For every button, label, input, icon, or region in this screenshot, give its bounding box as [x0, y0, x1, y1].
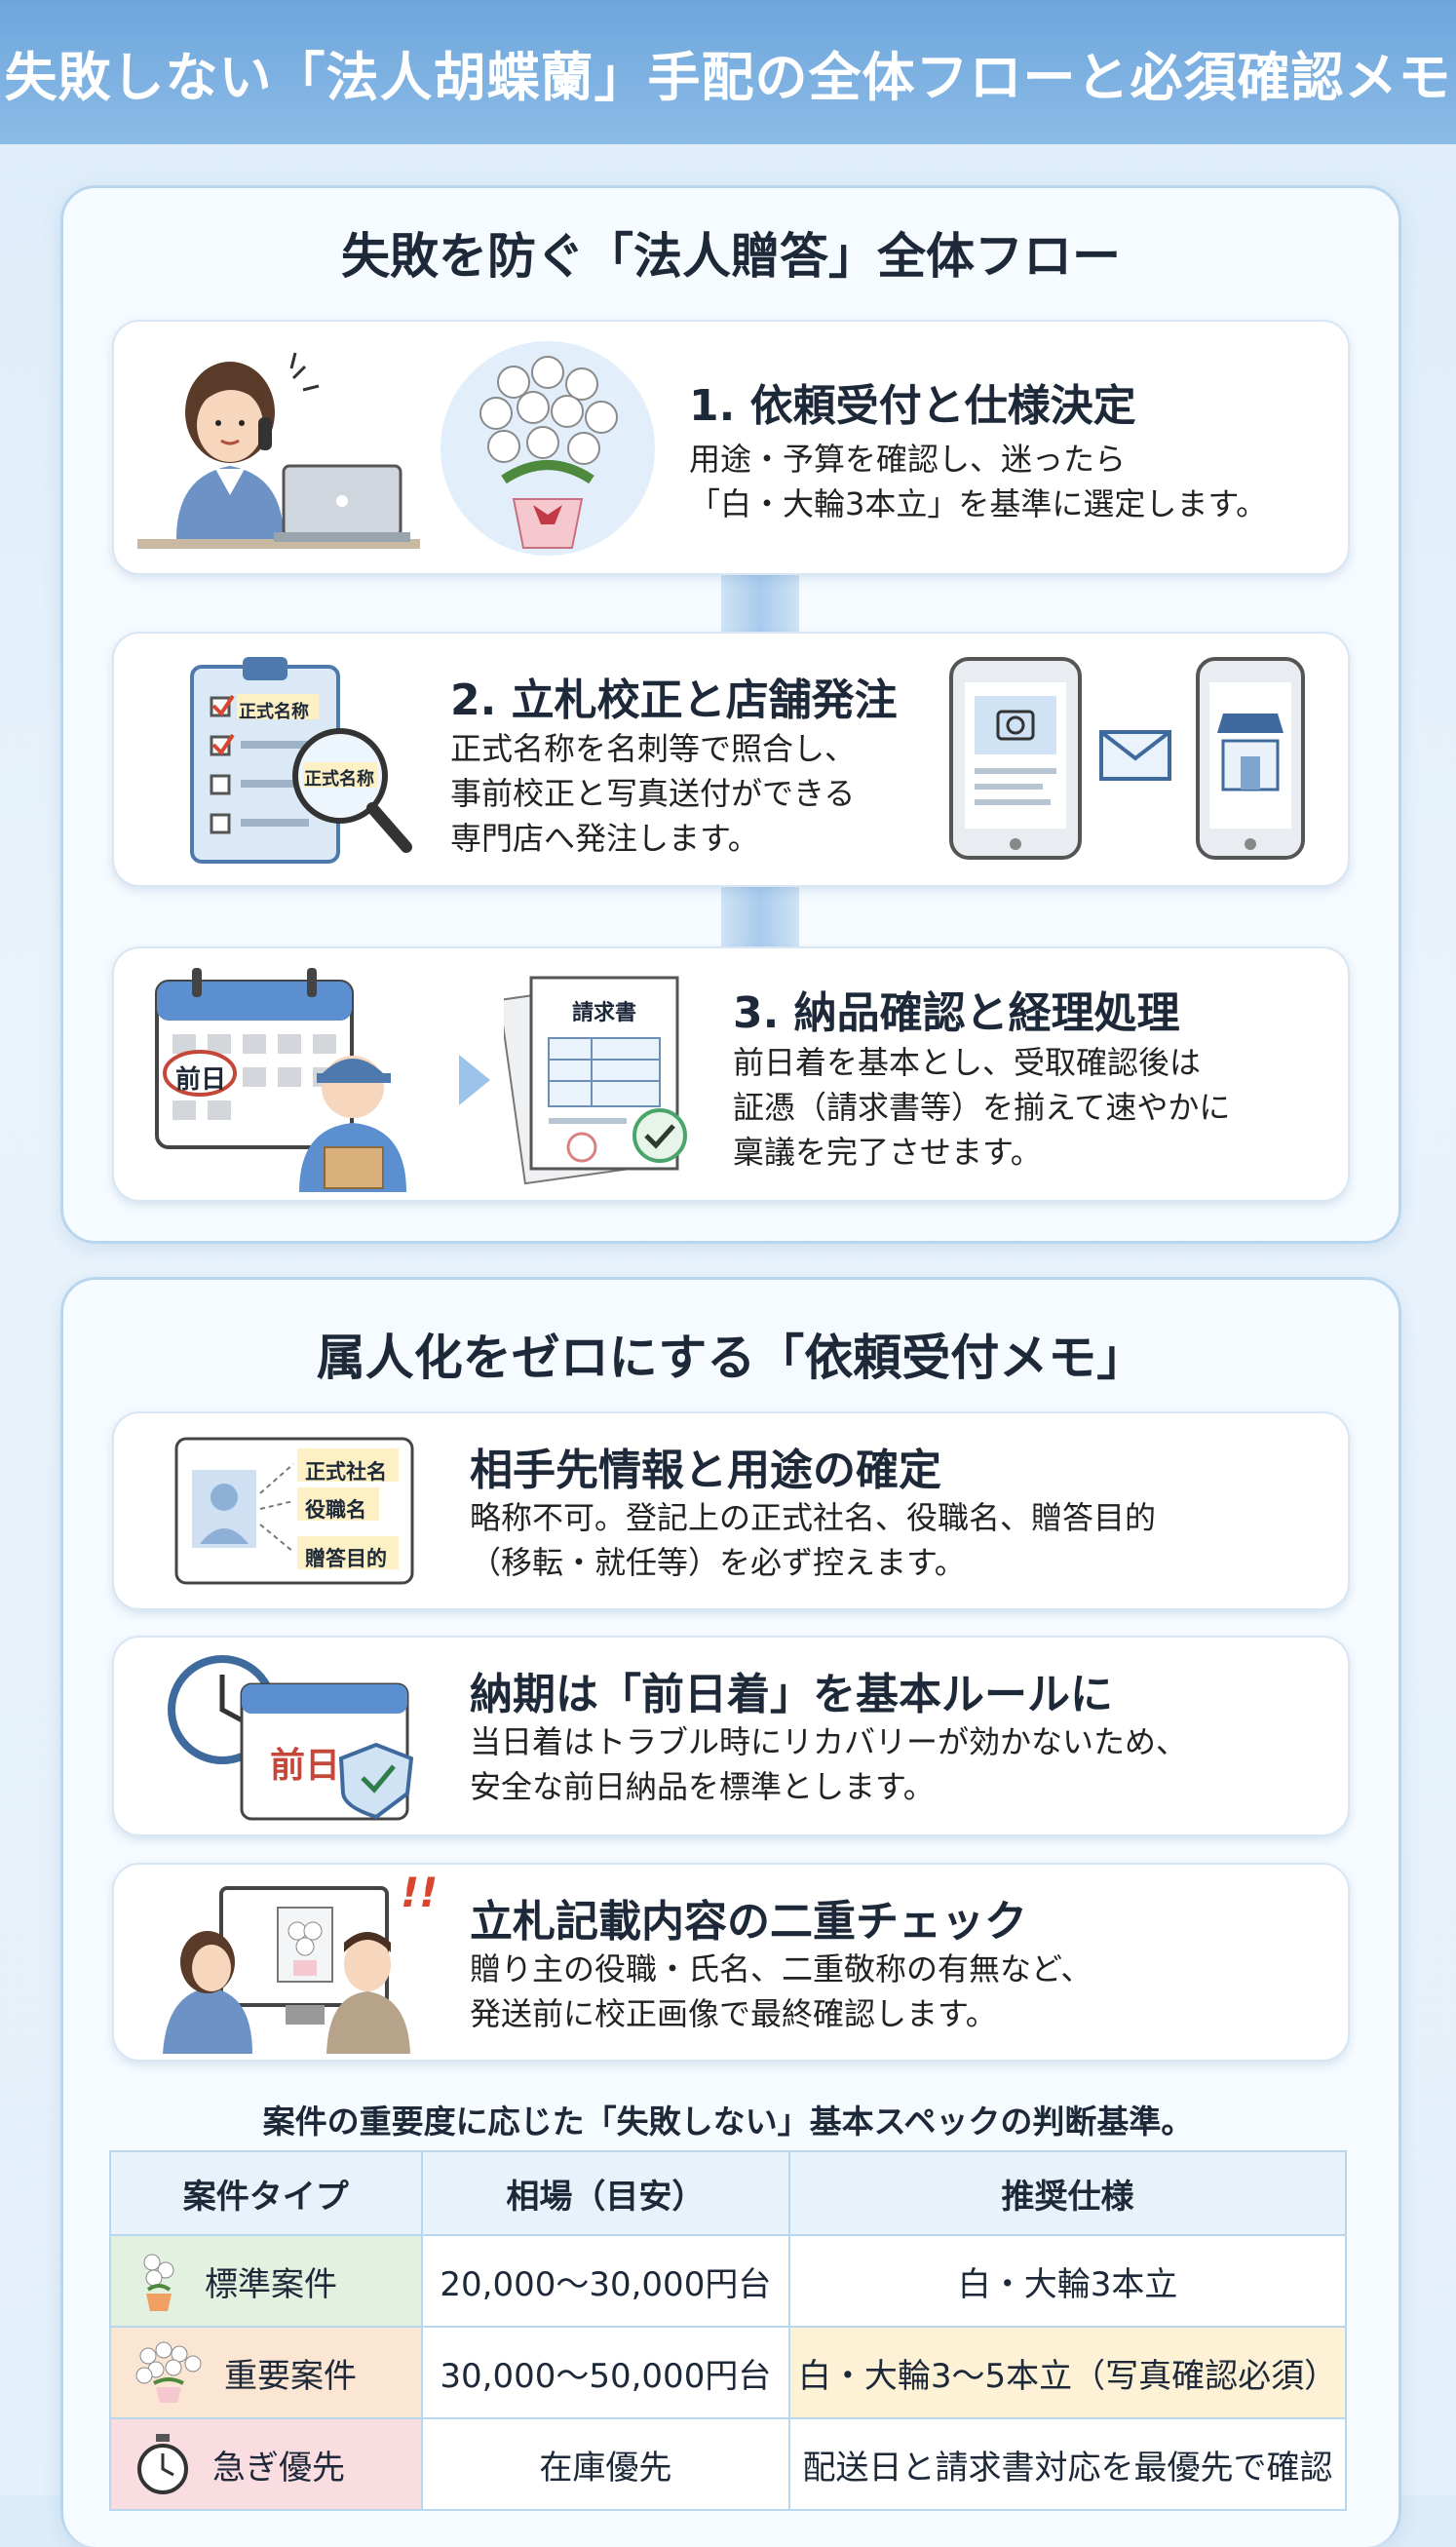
magnifier-tag: 正式名称 — [304, 769, 374, 790]
orchid-icon — [143, 2254, 174, 2311]
flow-step-2-desc: 正式名称を名刺等で照合し、 事前校正と写真送付ができる 専門店へ発注します。 — [450, 726, 856, 861]
memo-item-3-title: 立札記載内容の二重チェック — [470, 1897, 1027, 1947]
desc-line: 専門店へ発注します。 — [450, 820, 759, 857]
orchid-large-icon — [135, 2341, 202, 2403]
flow-step-1: 1. 依頼受付と仕様決定 用途・予算を確認し、迷ったら 「白・大輪3本立」を基準… — [112, 320, 1350, 575]
calendar-delivery-illustration — [155, 968, 406, 1192]
flow-panel: 失敗を防ぐ「法人贈答」全体フロー — [60, 185, 1401, 1244]
flow-connector — [721, 885, 799, 953]
mail-icon — [1099, 730, 1171, 781]
id-tag: 正式社名 — [305, 1460, 387, 1484]
flow-connector — [721, 573, 799, 641]
desc-line: 「白・大輪3本立」を基準に選定します。 — [689, 485, 1268, 522]
alert-icon: !! — [401, 1869, 439, 1916]
memo-item-1-desc: 略称不可。登記上の正式社名、役職名、贈答目的 （移転・就任等）を必ず控えます。 — [470, 1495, 1156, 1585]
memo-item-2-title: 納期は「前日着」を基本ルールに — [470, 1670, 1113, 1719]
spec-cell: 配送日と請求書対応を最優先で確認 — [788, 2417, 1347, 2511]
memo-item-2: 前日 納期は「前日着」を基本ルールに 当日着はトラブル時にリカバリーが効かないた… — [112, 1636, 1350, 1836]
flow-step-3: 前日 請求書 3. 納品確認と経理処理 前日着を基本とし、受取確認後は 証憑（請… — [112, 946, 1350, 1202]
id-card-icon — [174, 1437, 414, 1585]
table-row: 急ぎ優先 在庫優先 配送日と請求書対応を最優先で確認 — [109, 2417, 1347, 2511]
type-label: 急ぎ優先 — [212, 2448, 345, 2488]
desc-line: 略称不可。登記上の正式社名、役職名、贈答目的 — [470, 1499, 1157, 1536]
column-header: 相場（目安） — [420, 2150, 791, 2236]
flow-step-2: 正式名称 正式名称 2. 立札校正と店舗発注 正式名称を名刺等で照合し、 事前校… — [112, 632, 1350, 887]
desc-line: （移転・就任等）を必ず控えます。 — [470, 1544, 966, 1581]
clock-calendar-shield-icon — [168, 1655, 414, 1821]
memo-item-2-desc: 当日着はトラブル時にリカバリーが効かないため、 安全な前日納品を標準とします。 — [470, 1719, 1187, 1809]
id-tag: 役職名 — [305, 1498, 366, 1522]
desc-line: 証憑（請求書等）を揃えて速やかに — [733, 1089, 1231, 1126]
flow-title: 失敗を防ぐ「法人贈答」全体フロー — [341, 228, 1121, 285]
memo-item-1: 正式社名 役職名 贈答目的 相手先情報と用途の確定 略称不可。登記上の正式社名、… — [112, 1411, 1350, 1610]
stopwatch-icon — [137, 2434, 188, 2494]
price-cell: 30,000〜50,000円台 — [420, 2326, 791, 2419]
receptionist-illustration — [137, 352, 420, 549]
table-row: 重要案件 30,000〜50,000円台 白・大輪3〜5本立（写真確認必須） — [109, 2326, 1347, 2419]
flow-step-1-desc: 用途・予算を確認し、迷ったら 「白・大輪3本立」を基準に選定します。 — [689, 437, 1267, 526]
memo-item-3: !! 立札記載内容の二重チェック 贈り主の役職・氏名、二重敬称の有無など、 発送… — [112, 1863, 1350, 2062]
table-header-row: 案件タイプ 相場（目安） 推奨仕様 — [109, 2150, 1347, 2236]
arrow-right-icon — [459, 1055, 490, 1105]
price-cell: 在庫優先 — [420, 2417, 791, 2511]
flow-step-1-title: 1. 依頼受付と仕様決定 — [689, 381, 1136, 431]
column-header: 案件タイプ — [109, 2150, 423, 2236]
column-header: 推奨仕様 — [788, 2150, 1347, 2236]
type-cell: 重要案件 — [109, 2326, 423, 2419]
phone-shop-icon — [1196, 657, 1305, 860]
page-header: 失敗しない「法人胡蝶蘭」手配の全体フローと必須確認メモ — [0, 0, 1456, 144]
invoice-illustration — [504, 976, 687, 1185]
checklist-tag: 正式名称 — [239, 702, 309, 722]
desc-line: 前日着を基本とし、受取確認後は — [733, 1044, 1202, 1081]
desc-line: 正式名称を名刺等で照合し、 — [450, 730, 857, 767]
phone-photo-icon — [949, 657, 1082, 860]
calendar-day-label: 前日 — [175, 1065, 227, 1095]
calendar-day-label: 前日 — [270, 1746, 341, 1786]
orchid-icon — [441, 341, 655, 556]
spec-caption: 案件の重要度に応じた「失敗しない」基本スペックの判断基準。 — [262, 2103, 1194, 2141]
spec-table: 案件タイプ 相場（目安） 推奨仕様 標準案件 20,000〜30,000円台 白… — [109, 2150, 1347, 2511]
desc-line: 安全な前日納品を標準とします。 — [470, 1768, 935, 1805]
invoice-label: 請求書 — [572, 1001, 637, 1025]
desc-line: 贈り主の役職・氏名、二重敬称の有無など、 — [470, 1950, 1092, 1987]
desc-line: 稟議を完了させます。 — [733, 1134, 1042, 1171]
flow-step-2-title: 2. 立札校正と店舗発注 — [450, 675, 898, 725]
memo-item-1-title: 相手先情報と用途の確定 — [470, 1446, 941, 1495]
double-check-illustration — [163, 1886, 410, 2054]
desc-line: 当日着はトラブル時にリカバリーが効かないため、 — [470, 1723, 1188, 1760]
page-title: 失敗しない「法人胡蝶蘭」手配の全体フローと必須確認メモ — [4, 46, 1452, 108]
spec-cell: 白・大輪3本立 — [788, 2234, 1347, 2328]
type-cell: 急ぎ優先 — [109, 2417, 423, 2511]
flow-step-3-title: 3. 納品確認と経理処理 — [733, 988, 1180, 1038]
memo-title: 属人化をゼロにする「依頼受付メモ」 — [316, 1330, 1146, 1386]
desc-line: 発送前に校正画像で最終確認します。 — [470, 1995, 997, 2032]
memo-item-3-desc: 贈り主の役職・氏名、二重敬称の有無など、 発送前に校正画像で最終確認します。 — [470, 1947, 1092, 2036]
table-row: 標準案件 20,000〜30,000円台 白・大輪3本立 — [109, 2234, 1347, 2328]
type-label: 重要案件 — [224, 2356, 357, 2396]
spec-cell: 白・大輪3〜5本立（写真確認必須） — [788, 2326, 1347, 2419]
desc-line: 用途・予算を確認し、迷ったら — [689, 441, 1127, 478]
desc-line: 事前校正と写真送付ができる — [450, 775, 856, 812]
type-label: 標準案件 — [205, 2264, 337, 2304]
id-tag: 贈答目的 — [305, 1547, 387, 1570]
flow-step-3-desc: 前日着を基本とし、受取確認後は 証憑（請求書等）を揃えて速やかに 稟議を完了させ… — [733, 1040, 1230, 1175]
checklist-magnifier-illustration — [190, 657, 412, 864]
price-cell: 20,000〜30,000円台 — [420, 2234, 791, 2328]
type-cell: 標準案件 — [109, 2234, 423, 2328]
